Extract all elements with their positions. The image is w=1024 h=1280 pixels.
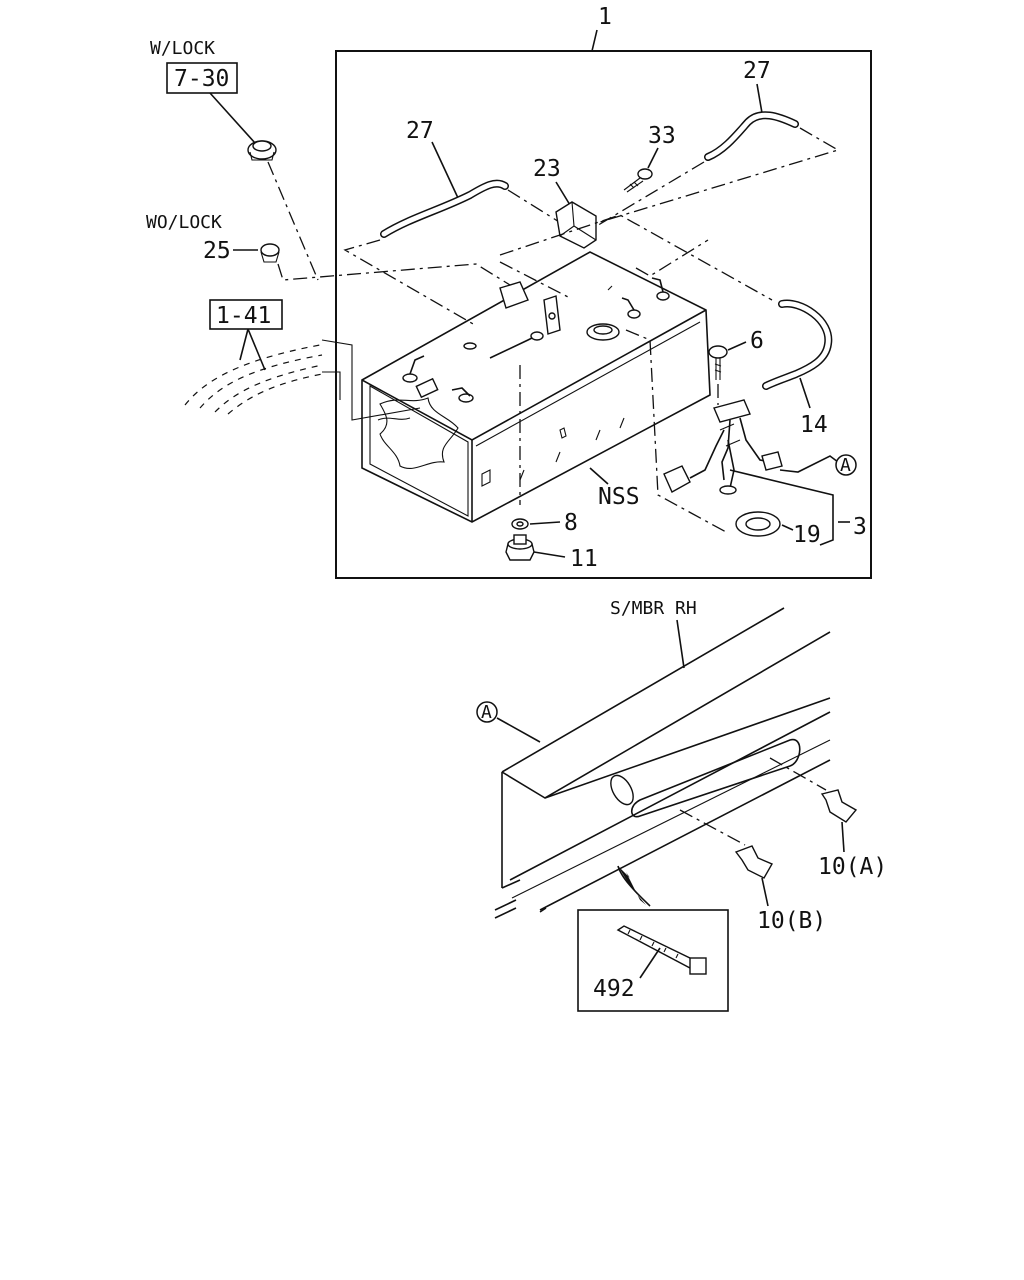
hose-27-left	[380, 179, 509, 238]
bracket-23	[555, 201, 597, 249]
marker-a-bottom	[476, 701, 498, 723]
hose-27-right	[704, 111, 799, 161]
ref-7-30[interactable]: 7-30	[174, 66, 229, 92]
sender-unit-3	[663, 399, 783, 495]
ref-box-1-41[interactable]	[209, 299, 283, 330]
clip-10a-icon	[820, 789, 858, 823]
callout-3: 3	[853, 514, 867, 540]
callout-33: 33	[648, 123, 676, 149]
callout-6: 6	[750, 328, 764, 354]
label-w-lock: W/LOCK	[150, 38, 215, 59]
marker-a-top	[835, 454, 857, 476]
callout-10a: 10(A)	[818, 854, 887, 880]
ref-1-41[interactable]: 1-41	[216, 303, 271, 329]
side-member-rh	[494, 607, 831, 919]
assembly-frame	[335, 50, 872, 579]
callout-27-right: 27	[743, 58, 771, 84]
callout-11: 11	[570, 546, 598, 572]
washer-8-icon	[511, 518, 529, 530]
fuel-tank	[361, 251, 711, 523]
tank-fittings	[402, 277, 670, 403]
drain-plug-11-icon	[505, 534, 535, 561]
clip-10b-icon	[734, 845, 773, 879]
callout-8: 8	[564, 510, 578, 536]
fuel-cap-icon	[260, 243, 280, 263]
callout-25: 25	[203, 238, 231, 264]
hose-14	[762, 299, 833, 390]
callout-a-top: A	[840, 455, 851, 476]
cable-tie-492-icon	[616, 925, 707, 975]
gasket-19-icon	[735, 511, 781, 537]
screw-6-icon	[708, 345, 728, 380]
callout-14: 14	[800, 412, 828, 438]
callout-492: 492	[593, 976, 635, 1002]
callout-10b: 10(B)	[757, 908, 826, 934]
label-wo-lock: WO/LOCK	[146, 212, 222, 233]
filler-hoses	[184, 344, 323, 415]
callout-19: 19	[793, 522, 821, 548]
screw-33-icon	[623, 168, 653, 193]
label-s-mbr-rh: S/MBR RH	[610, 598, 697, 619]
label-nss: NSS	[598, 484, 640, 510]
callout-a-bottom: A	[481, 702, 492, 723]
callout-23: 23	[533, 156, 561, 182]
callout-1: 1	[598, 4, 612, 30]
locking-fuel-cap-icon	[247, 140, 277, 161]
callout-27-left: 27	[406, 118, 434, 144]
ref-box-7-30[interactable]	[166, 62, 238, 94]
